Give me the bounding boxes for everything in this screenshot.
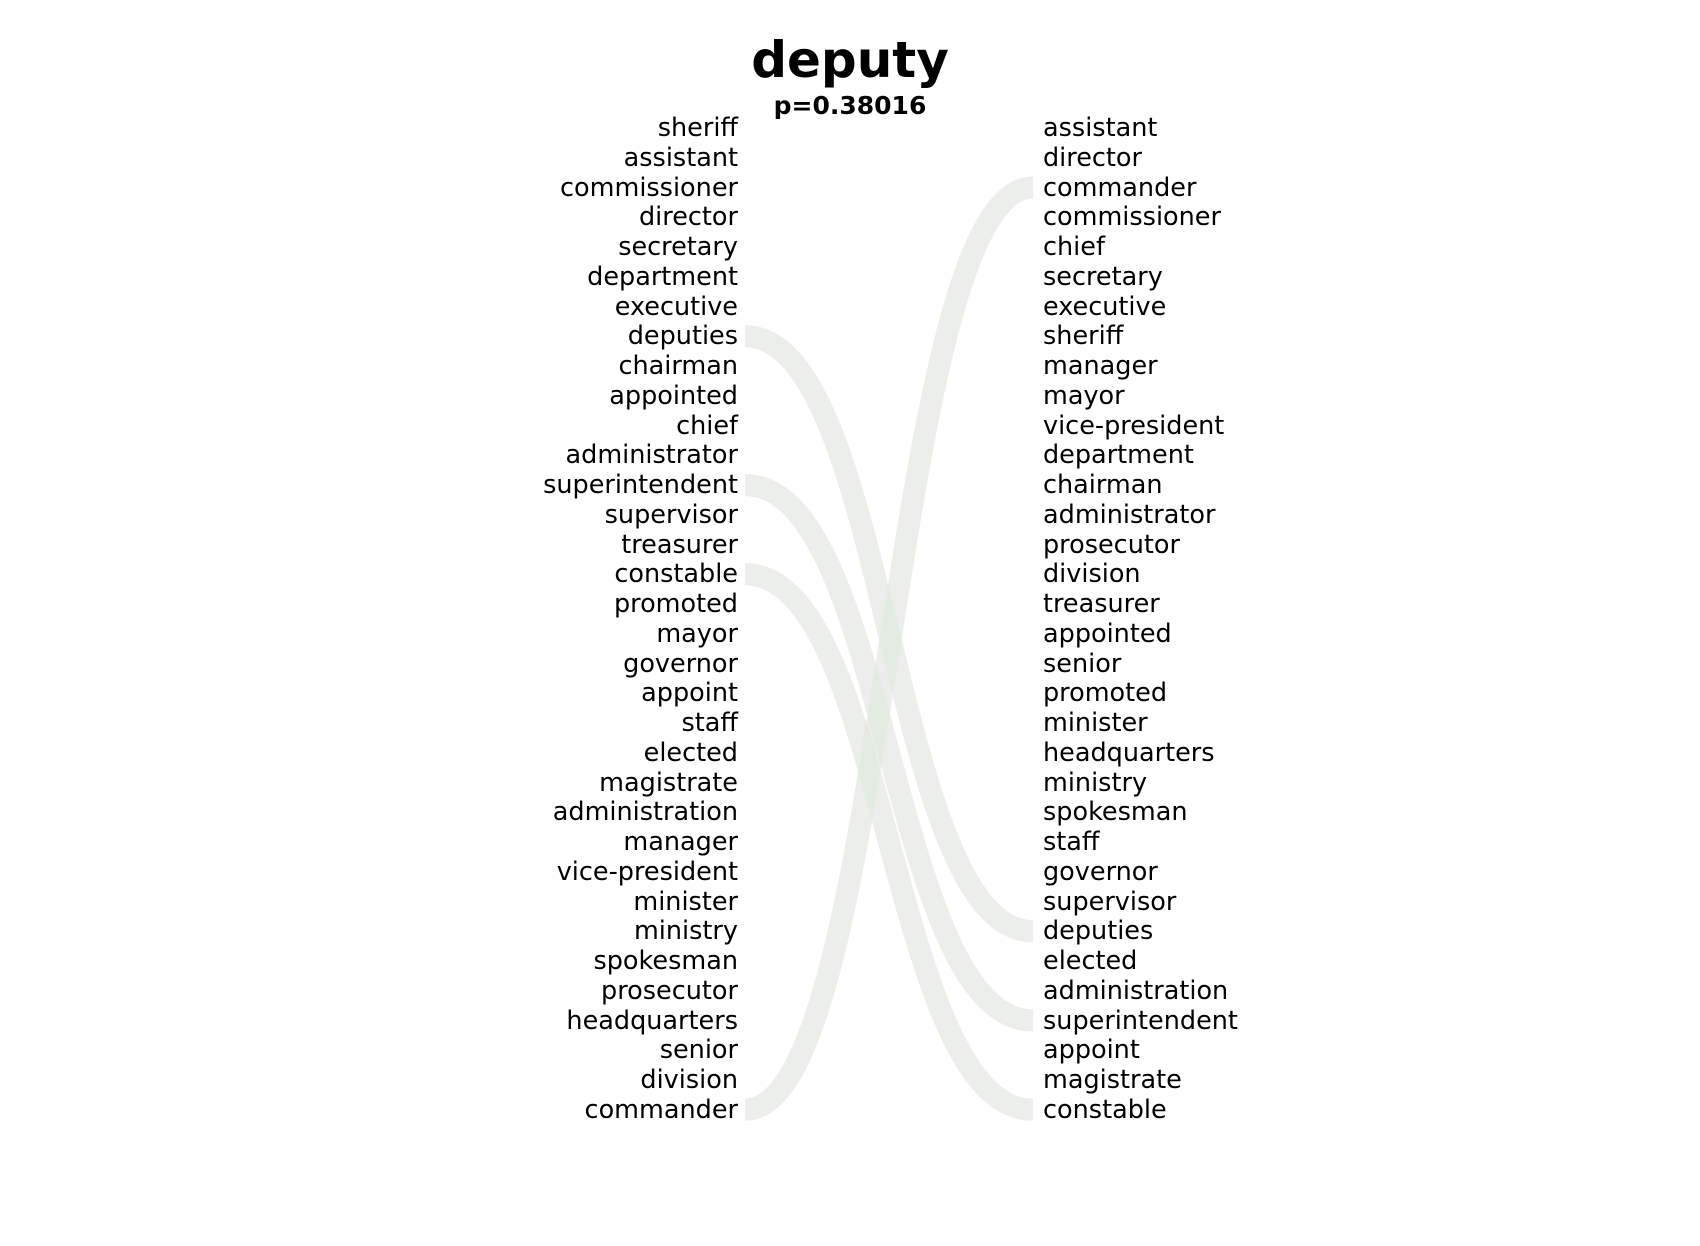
right-word: secretary bbox=[1043, 261, 1163, 292]
left-word: ministry bbox=[633, 916, 738, 947]
left-word: senior bbox=[659, 1035, 738, 1066]
left-word: administrator bbox=[565, 440, 738, 471]
left-word: elected bbox=[643, 737, 738, 768]
right-word: appointed bbox=[1043, 618, 1172, 649]
right-word: sheriff bbox=[1043, 321, 1124, 352]
right-word: elected bbox=[1043, 946, 1138, 976]
right-ribbon-constable bbox=[743, 563, 1035, 1121]
right-word: minister bbox=[1043, 708, 1148, 738]
left-word: director bbox=[639, 202, 738, 233]
left-word: spokesman bbox=[593, 946, 738, 976]
left-word: secretary bbox=[618, 232, 738, 262]
left-word: sheriff bbox=[657, 113, 738, 143]
left-word: manager bbox=[623, 827, 738, 857]
left-word: treasurer bbox=[621, 529, 738, 560]
left-word: staff bbox=[681, 708, 738, 738]
left-word: supervisor bbox=[604, 499, 738, 530]
right-word: administrator bbox=[1043, 499, 1216, 530]
right-word: executive bbox=[1043, 291, 1167, 322]
right-word: staff bbox=[1043, 827, 1100, 857]
left-ribbon-constable bbox=[743, 563, 1035, 1121]
right-word: superintendent bbox=[1043, 1005, 1238, 1036]
left-word: commissioner bbox=[560, 172, 738, 203]
right-word: director bbox=[1043, 142, 1142, 173]
left-word: governor bbox=[623, 648, 738, 679]
right-word: headquarters bbox=[1043, 737, 1215, 768]
left-word: appoint bbox=[641, 678, 738, 709]
right-word: prosecutor bbox=[1043, 529, 1180, 560]
right-word: manager bbox=[1043, 351, 1158, 381]
right-word: administration bbox=[1043, 975, 1229, 1006]
right-word: appoint bbox=[1043, 1035, 1140, 1066]
left-word: promoted bbox=[613, 589, 738, 619]
left-word: mayor bbox=[656, 618, 738, 649]
right-word: mayor bbox=[1043, 380, 1125, 411]
right-ribbon-superintendent bbox=[743, 474, 1035, 1032]
left-word: appointed bbox=[609, 380, 738, 411]
right-ribbon-commander bbox=[743, 176, 1035, 1121]
left-word: superintendent bbox=[543, 470, 738, 500]
left-word: magistrate bbox=[599, 767, 738, 798]
right-word: spokesman bbox=[1043, 797, 1188, 828]
left-word: headquarters bbox=[566, 1005, 738, 1036]
left-word: minister bbox=[633, 886, 738, 917]
left-word: deputies bbox=[627, 321, 738, 352]
right-word: governor bbox=[1043, 856, 1158, 887]
right-word: supervisor bbox=[1043, 886, 1177, 917]
left-word: prosecutor bbox=[601, 975, 738, 1006]
left-word: executive bbox=[614, 291, 738, 322]
right-word: vice-president bbox=[1043, 410, 1225, 441]
right-word: assistant bbox=[1043, 113, 1158, 143]
left-word: administration bbox=[552, 797, 738, 828]
right-word: senior bbox=[1043, 648, 1122, 679]
right-word: commander bbox=[1043, 172, 1197, 203]
left-word: vice-president bbox=[556, 856, 738, 887]
diagram-title: deputy bbox=[751, 31, 949, 89]
left-word: chairman bbox=[618, 351, 738, 381]
right-word: chairman bbox=[1043, 470, 1163, 500]
right-word: treasurer bbox=[1043, 589, 1160, 619]
right-word: division bbox=[1043, 559, 1141, 590]
left-word: chief bbox=[676, 410, 738, 441]
right-word: ministry bbox=[1043, 767, 1148, 798]
left-word: department bbox=[587, 261, 738, 292]
left-ribbon-commander bbox=[743, 176, 1035, 1121]
p-value-subtitle: p=0.38016 bbox=[773, 91, 927, 120]
right-word: promoted bbox=[1043, 678, 1168, 709]
right-word: deputies bbox=[1043, 916, 1154, 947]
right-word: department bbox=[1043, 440, 1194, 471]
right-ribbon-deputies bbox=[743, 325, 1035, 943]
left-word: commander bbox=[584, 1094, 738, 1125]
left-word: constable bbox=[614, 559, 738, 590]
right-word: commissioner bbox=[1043, 202, 1221, 233]
right-word: magistrate bbox=[1043, 1065, 1182, 1095]
right-word: constable bbox=[1043, 1094, 1167, 1125]
left-ribbon-deputies bbox=[743, 325, 1035, 943]
left-ribbon-superintendent bbox=[743, 474, 1035, 1032]
right-word: chief bbox=[1043, 232, 1105, 262]
left-word: assistant bbox=[623, 142, 738, 173]
left-word: division bbox=[640, 1065, 738, 1095]
